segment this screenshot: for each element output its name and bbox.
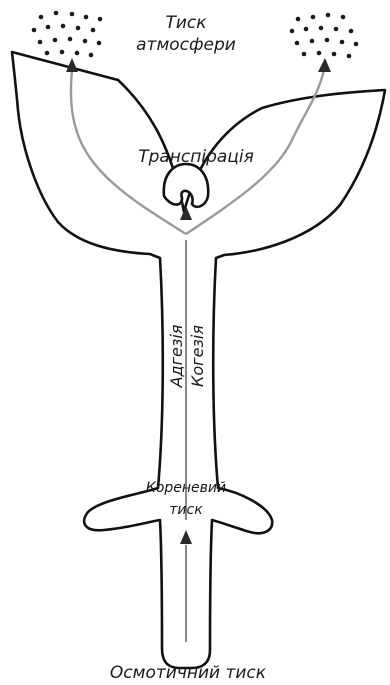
atmosphere-pressure-line1: Тиск [165, 13, 207, 33]
root-pressure-line2: тиск [169, 502, 203, 518]
arrow-up-left-icon [66, 58, 78, 72]
cohesion-label: Когезія [188, 325, 207, 387]
transpiration-label: Транспірація [138, 147, 254, 167]
arrow-up-right-icon [318, 58, 331, 72]
root-pressure-line1: Кореневий [146, 480, 226, 496]
vapour-dots-right [290, 13, 359, 59]
osmotic-pressure-label: Осмотичний тиск [110, 663, 267, 683]
vapour-dots-left [32, 11, 103, 58]
adhesion-label: Адгезія [167, 324, 186, 388]
atmosphere-pressure-line2: атмосфери [136, 35, 236, 55]
